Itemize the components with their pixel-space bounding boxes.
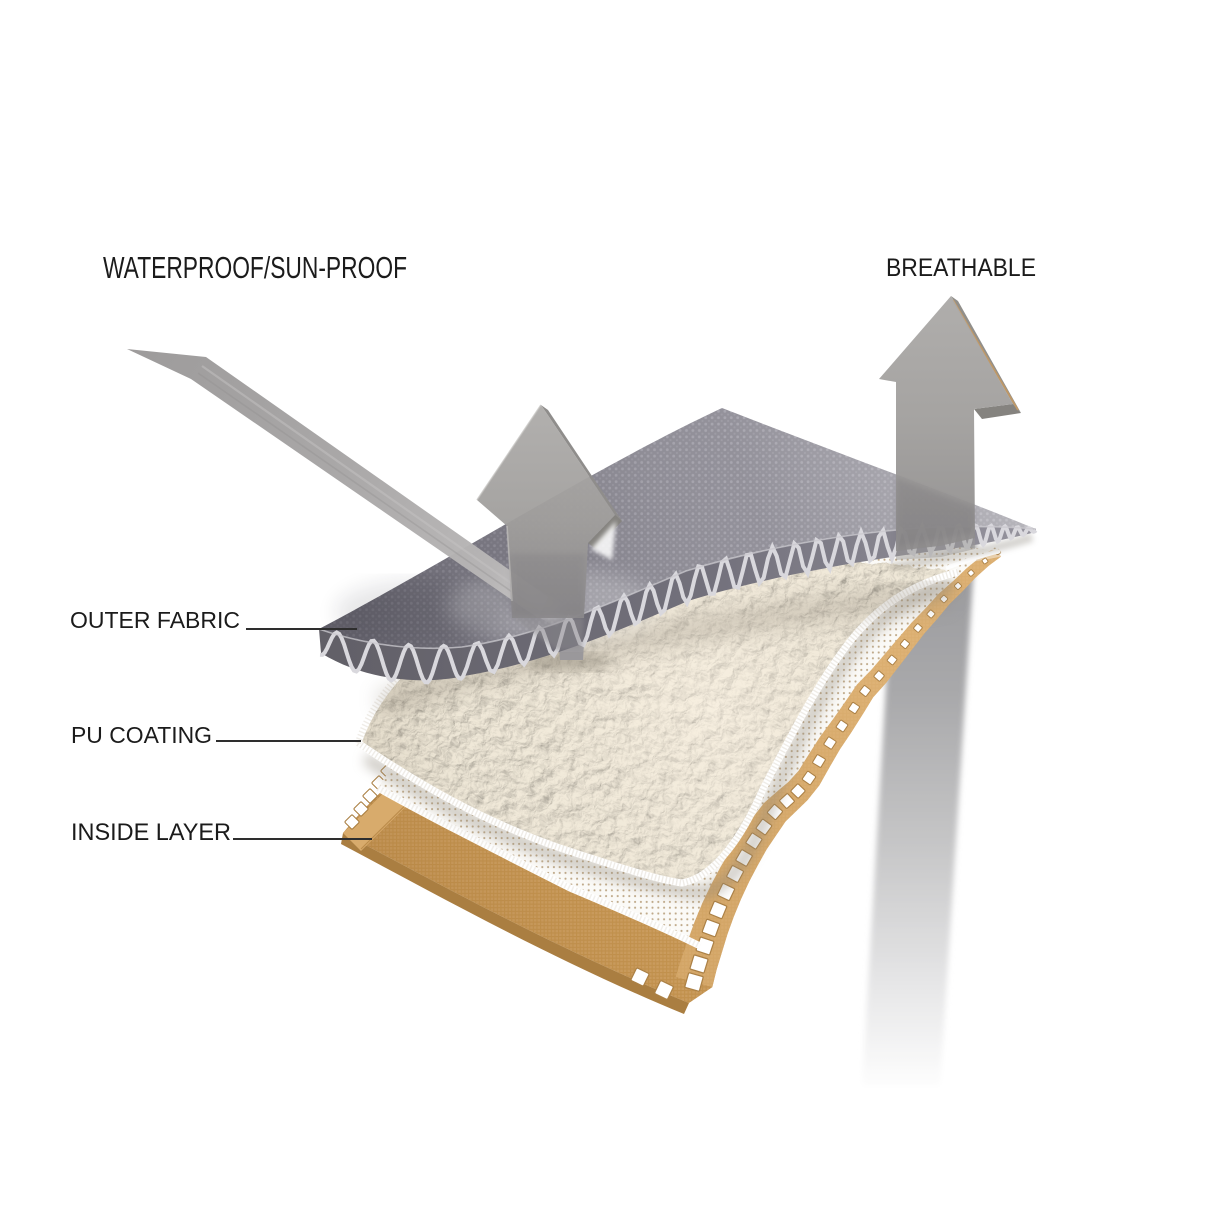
svg-text:WATERPROOF/SUN-PROOF: WATERPROOF/SUN-PROOF [103,250,407,285]
svg-text:OUTER FABRIC: OUTER FABRIC [70,607,240,633]
svg-text:PU COATING: PU COATING [71,722,212,748]
svg-text:INSIDE LAYER: INSIDE LAYER [71,819,231,846]
svg-text:BREATHABLE: BREATHABLE [886,254,1036,282]
